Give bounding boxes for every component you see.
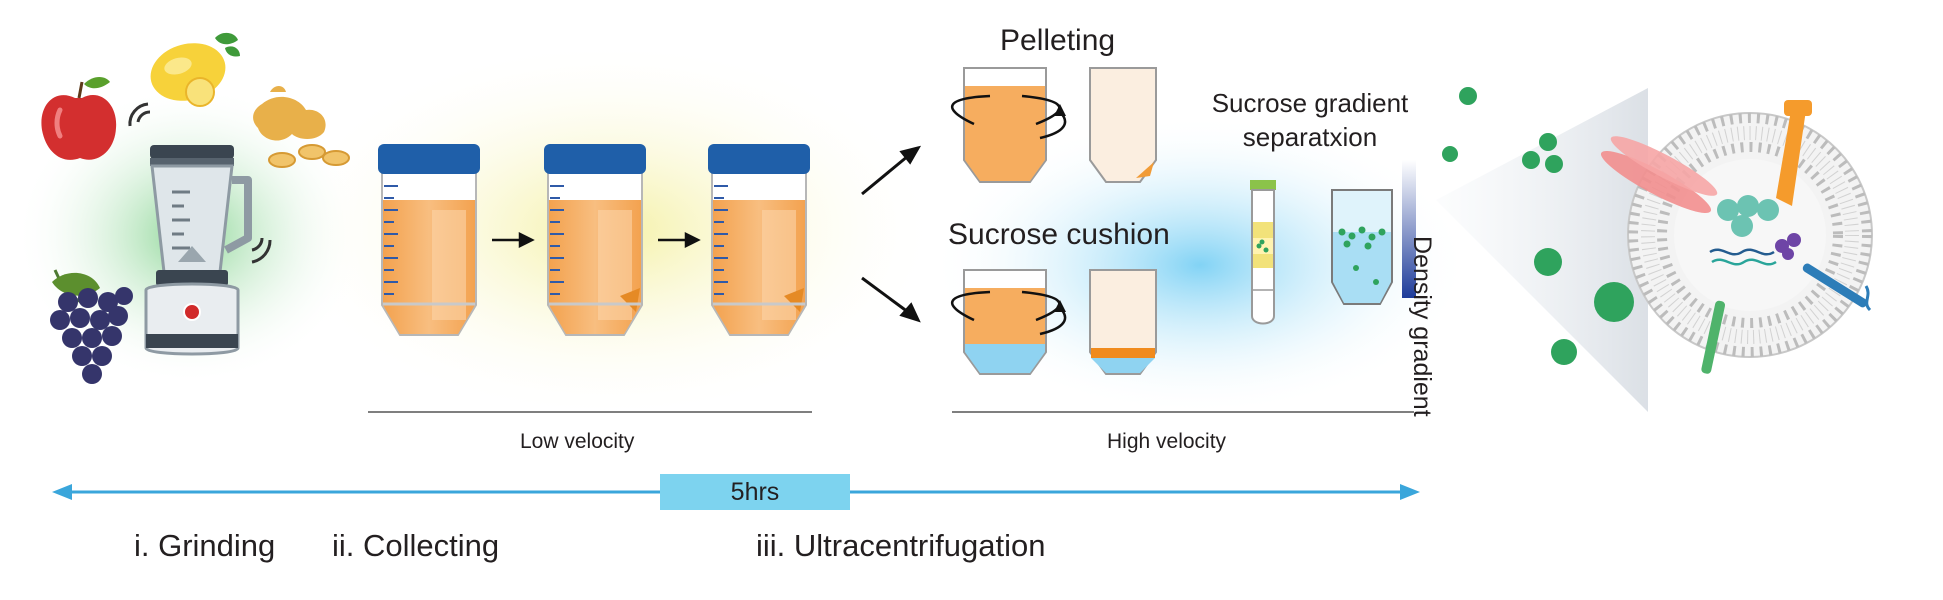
sucrose-gradient-label: Sucrose gradient separatxion <box>1190 86 1430 154</box>
high-velocity-label: High velocity <box>1107 430 1227 453</box>
step-grinding-label: i. Grinding <box>134 528 276 563</box>
step-collecting-label: ii. Collecting <box>332 528 500 563</box>
sucrose-cushion-label: Sucrose cushion <box>948 218 1170 251</box>
flow-arrow <box>492 231 701 249</box>
zoom-cone-vesicles <box>1522 133 1634 365</box>
lemon-icon <box>150 32 240 107</box>
ginger-icon <box>253 86 350 168</box>
gradient-tube-zoom <box>1331 189 1393 305</box>
gradient-tube <box>1250 180 1276 325</box>
extracellular-vesicle <box>1600 100 1873 374</box>
pelleting-label: Pelleting <box>1000 24 1116 57</box>
grapes-icon <box>50 269 133 384</box>
low-velocity-label: Low velocity <box>520 430 635 453</box>
density-gradient-bar <box>1402 160 1416 298</box>
tube-1 <box>378 144 480 336</box>
step-ultracentrifugation-label: iii. Ultracentrifugation <box>756 528 1046 563</box>
blender-icon <box>128 102 272 356</box>
apple-icon <box>41 77 117 160</box>
free-vesicles <box>1442 87 1477 162</box>
sucrose-gradient-line2: separatxion <box>1242 122 1378 152</box>
cushion-tube-band <box>1089 269 1157 375</box>
cushion-tube-spinning <box>951 269 1067 375</box>
sucrose-gradient-line1: Sucrose gradient <box>1211 88 1409 118</box>
duration-badge: 5hrs <box>660 474 850 510</box>
pelleting-tube-spinning <box>951 67 1067 183</box>
pelleting-tube-pellet <box>1089 67 1157 183</box>
tube-2 <box>544 144 646 336</box>
density-gradient-label: Density gradient <box>1408 236 1436 417</box>
tube-3 <box>708 144 810 336</box>
branch-arrow <box>861 145 922 323</box>
